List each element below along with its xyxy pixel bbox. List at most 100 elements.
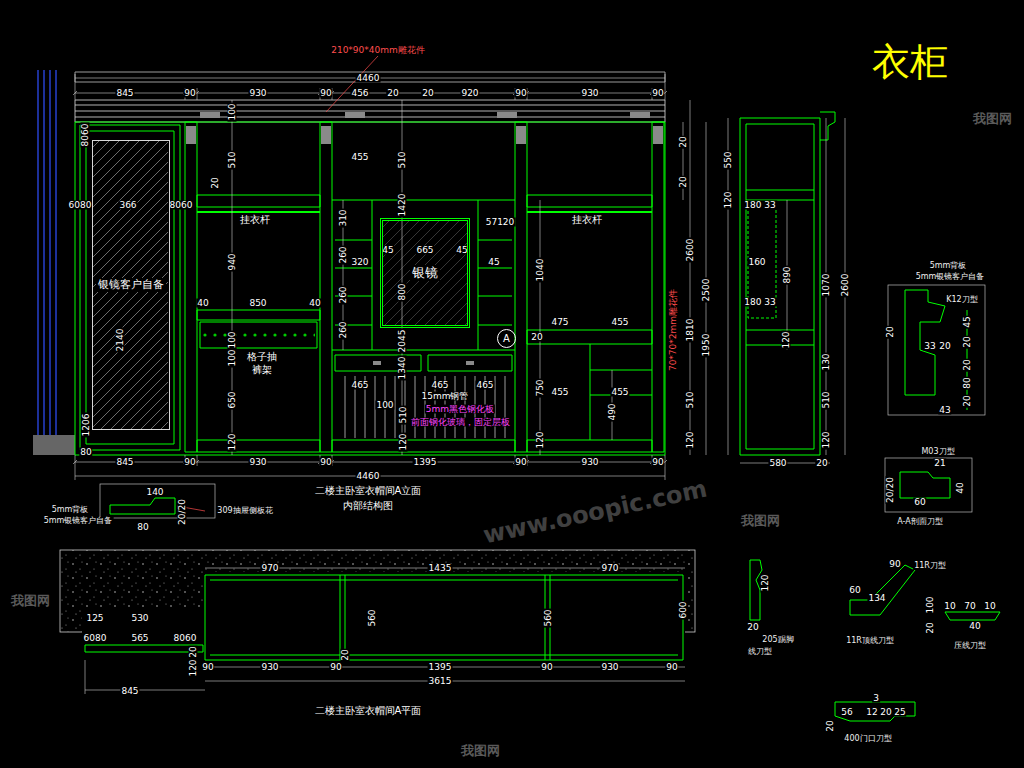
label-anchor: 10 xyxy=(983,602,996,611)
label-anchor: 2500 xyxy=(702,278,711,303)
dimension-text: 90 xyxy=(183,89,196,98)
carving xyxy=(186,112,663,365)
wardrobe-plan xyxy=(85,575,683,660)
dimension-text: 100 xyxy=(375,401,394,410)
dimension-text: 120 xyxy=(686,430,695,449)
label-anchor: 90 xyxy=(319,89,332,98)
label-anchor: 800 xyxy=(398,282,407,301)
label-anchor: 45 xyxy=(963,315,972,328)
dimension-text: 750 xyxy=(536,378,545,397)
label-anchor: 5mm银镜客户自备 xyxy=(43,517,114,525)
label-anchor: 我图网 xyxy=(460,744,501,757)
label-anchor: 20 xyxy=(679,175,688,188)
watermark: 我图网 xyxy=(10,594,51,607)
watermark: K12刀型 xyxy=(945,296,978,304)
label-anchor: 565 xyxy=(130,634,149,643)
detail-frame xyxy=(888,285,985,415)
dimension-text: 1420 xyxy=(398,193,407,218)
label-anchor: A-A剖面刀型 xyxy=(896,518,943,526)
dimension-text: 80 xyxy=(963,376,972,389)
label-anchor: 560 xyxy=(544,608,553,627)
dimension-text: 60 xyxy=(848,586,861,595)
label-anchor: 260 xyxy=(339,285,348,304)
label-anchor: 665 xyxy=(415,246,434,255)
label-anchor: 120 xyxy=(782,330,791,349)
label-anchor: 90 xyxy=(888,560,901,569)
label-anchor: 1435 xyxy=(428,564,453,573)
label-anchor: 580 xyxy=(768,459,787,468)
dimension-text: 800 xyxy=(398,282,407,301)
dimension-text: 310 xyxy=(339,208,348,227)
dimension-text: 56 xyxy=(840,708,853,717)
watermark: 400门口刀型 xyxy=(843,735,892,743)
label-anchor: 140 xyxy=(145,488,164,497)
label-anchor: 100 xyxy=(375,401,394,410)
dimension-text: 550 xyxy=(724,150,733,169)
side-elevation xyxy=(740,112,835,455)
dimension-text: 510 xyxy=(686,390,695,409)
dimension-text: 120 xyxy=(189,658,198,677)
label-anchor: 90 xyxy=(665,663,678,672)
label-anchor: M03刀型 xyxy=(920,448,955,456)
label-anchor: 455 xyxy=(610,318,629,327)
door-profile xyxy=(835,702,915,721)
dimension-text: 510 xyxy=(398,150,407,169)
dimension-text: 1070 xyxy=(822,273,831,298)
label-anchor: 920 xyxy=(460,89,479,98)
label-anchor: 120 xyxy=(536,430,545,449)
dimension-text: 90 xyxy=(514,458,527,467)
dimension-text: 90 xyxy=(651,458,664,467)
label-anchor: 5mm背板 xyxy=(929,262,968,270)
dimension-text: 90 xyxy=(888,560,901,569)
dimension-text: 3615 xyxy=(428,677,453,686)
label-anchor: 930 xyxy=(260,663,279,672)
wardrobe-elevation xyxy=(75,122,665,455)
dimension-text: 1435 xyxy=(428,564,453,573)
label-anchor: 490 xyxy=(608,402,617,421)
label-anchor: 1810 xyxy=(686,318,695,343)
label-anchor: www.ooopic.com xyxy=(480,476,710,547)
label-anchor: 2140 xyxy=(116,328,125,353)
label-anchor: 4460 xyxy=(356,74,381,83)
dimension-text: 930 xyxy=(260,663,279,672)
label-anchor: 内部结构图 xyxy=(342,501,394,511)
label-anchor: 8060 xyxy=(173,634,198,643)
dimension-text: 140 xyxy=(145,488,164,497)
note-text: 5mm黑色钢化板 xyxy=(425,405,495,414)
dimension-text: 930 xyxy=(248,89,267,98)
dimension-text: 70 xyxy=(963,602,976,611)
watermark: 11R顶线刀型 xyxy=(845,637,895,645)
k12-profile xyxy=(905,290,967,410)
dimension-text: 8060 xyxy=(173,634,198,643)
label-anchor: 120 xyxy=(189,658,198,677)
detail-frame xyxy=(885,458,972,512)
dimension-text: 970 xyxy=(260,564,279,573)
drawer-profile xyxy=(110,498,175,514)
dimension-text: 60 xyxy=(913,498,926,507)
dimension-text: 260 xyxy=(339,285,348,304)
watermark: 二楼主卧室衣帽间A立面 xyxy=(314,486,423,496)
label-anchor: 310 xyxy=(339,208,348,227)
label-anchor: 5mm背板 xyxy=(51,506,90,514)
mirror-hatch xyxy=(92,140,168,430)
dimension-text: 920 xyxy=(460,89,479,98)
label-anchor: 25 xyxy=(893,708,906,717)
label-anchor: 60 xyxy=(848,586,861,595)
label-anchor: 2045 xyxy=(398,329,407,354)
watermark: 11R刀型 xyxy=(913,562,947,570)
dimension-text: 40 xyxy=(308,299,321,308)
label-anchor: 210*90*40mm雕花件 xyxy=(330,46,426,55)
mirror-panel: 银镜客户自备 xyxy=(92,140,170,430)
label-anchor: 930 xyxy=(248,89,267,98)
label-anchor: 750 xyxy=(536,378,545,397)
label-anchor: 260 xyxy=(339,245,348,264)
label-anchor: 120 xyxy=(686,430,695,449)
dimension-text: 2045 xyxy=(398,329,407,354)
label-anchor: 260 xyxy=(339,320,348,339)
label-anchor: 970 xyxy=(600,564,619,573)
label-anchor: 600 xyxy=(679,600,688,619)
dimension-text: 20 xyxy=(926,621,935,634)
label-anchor: 20 xyxy=(386,89,399,98)
dimension-text: 20 xyxy=(421,89,434,98)
dimension-text: 90 xyxy=(514,89,527,98)
